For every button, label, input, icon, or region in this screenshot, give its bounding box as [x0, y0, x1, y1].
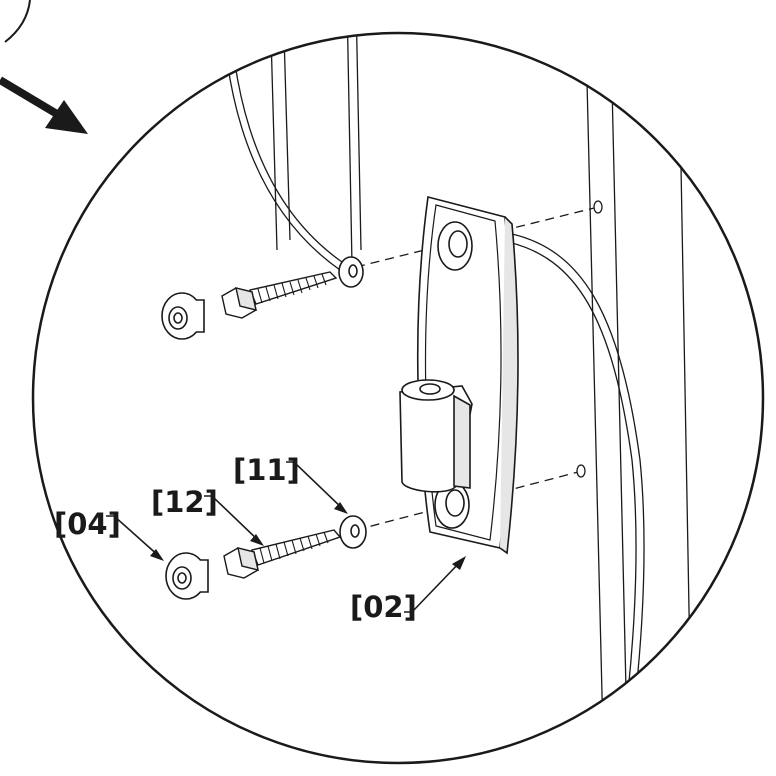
nut-top: [161, 292, 205, 340]
leader-12: [204, 495, 264, 546]
mounting-hole-top: [593, 200, 603, 214]
nut-bottom: [165, 552, 209, 600]
screw-top: [221, 271, 338, 319]
leader-02: [404, 556, 466, 613]
callout-part-11: [11]: [233, 453, 300, 487]
washer-top: [338, 256, 364, 288]
mounting-hole-bottom: [576, 464, 586, 478]
washer-bottom: [339, 515, 367, 549]
callout-part-12: [12]: [151, 485, 218, 519]
callout-part-02: [02]: [350, 590, 417, 624]
detail-circle: [31, 31, 765, 765]
leader-11: [286, 461, 348, 514]
leader-04: [106, 515, 164, 561]
parent-view-arc: [4, 0, 31, 43]
callout-part-04: [04]: [54, 507, 121, 541]
detail-contents: [106, 33, 693, 763]
screw-bottom: [223, 529, 342, 579]
detail-pointer-arrow: [0, 76, 88, 134]
hinge-plate: [399, 195, 519, 555]
